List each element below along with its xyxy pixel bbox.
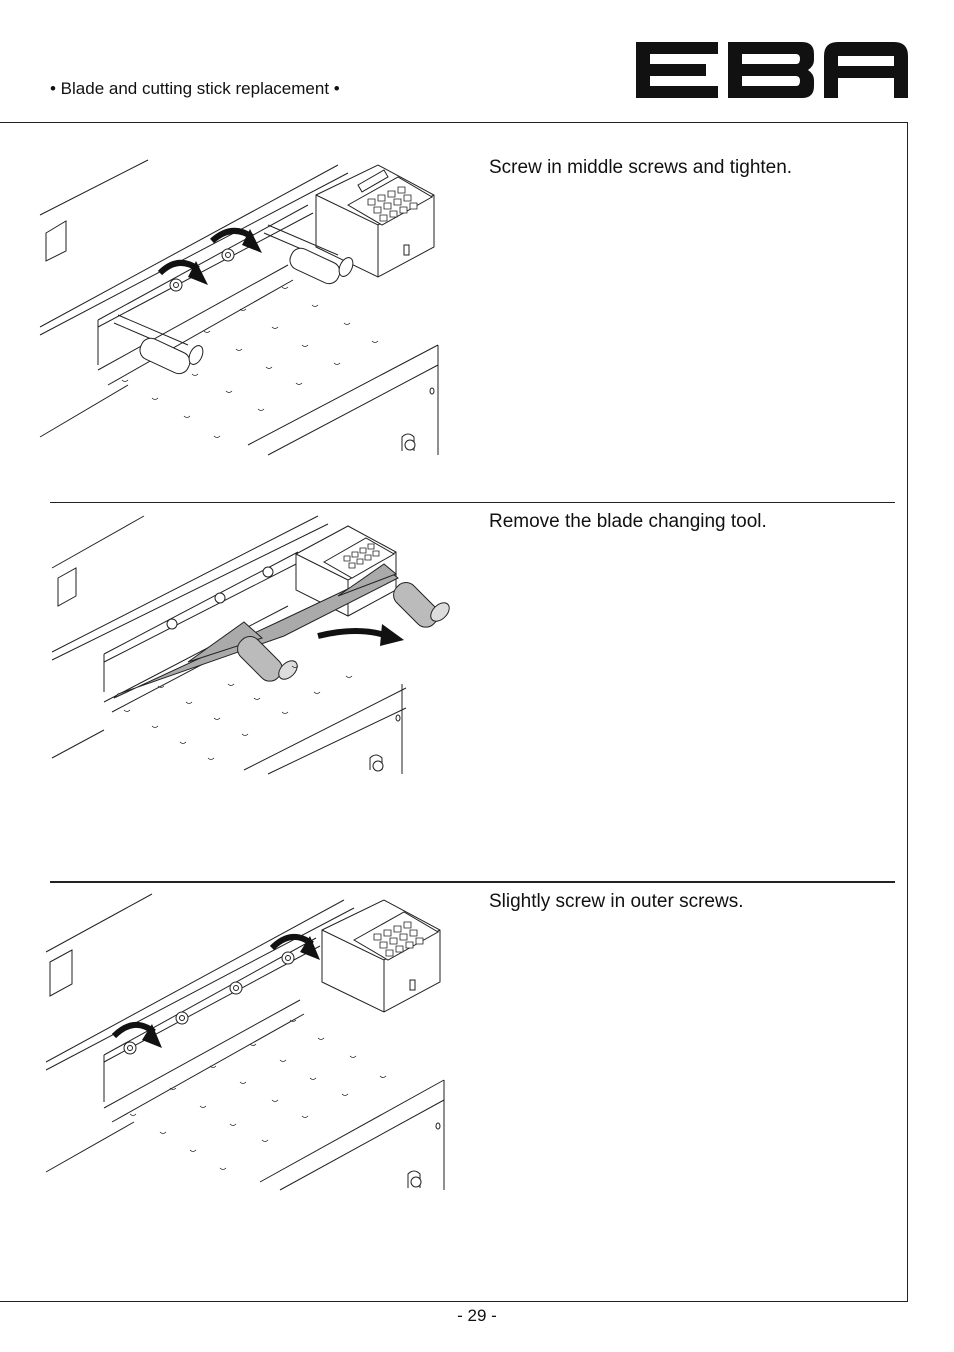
step-divider bbox=[50, 502, 895, 503]
section-title: • Blade and cutting stick replacement • bbox=[50, 79, 340, 98]
step-1-instruction: Screw in middle screws and tighten. bbox=[489, 157, 793, 178]
step-3-illustration bbox=[44, 890, 454, 1195]
step-2-instruction: Remove the blade changing tool. bbox=[489, 511, 767, 532]
page-number: - 29 - bbox=[457, 1306, 497, 1325]
eba-logo bbox=[636, 42, 908, 98]
content-frame bbox=[0, 122, 908, 1302]
step-divider bbox=[50, 881, 895, 883]
step-1-illustration bbox=[38, 155, 448, 460]
step-2-illustration bbox=[48, 512, 458, 780]
step-3-instruction: Slightly screw in outer screws. bbox=[489, 891, 744, 912]
